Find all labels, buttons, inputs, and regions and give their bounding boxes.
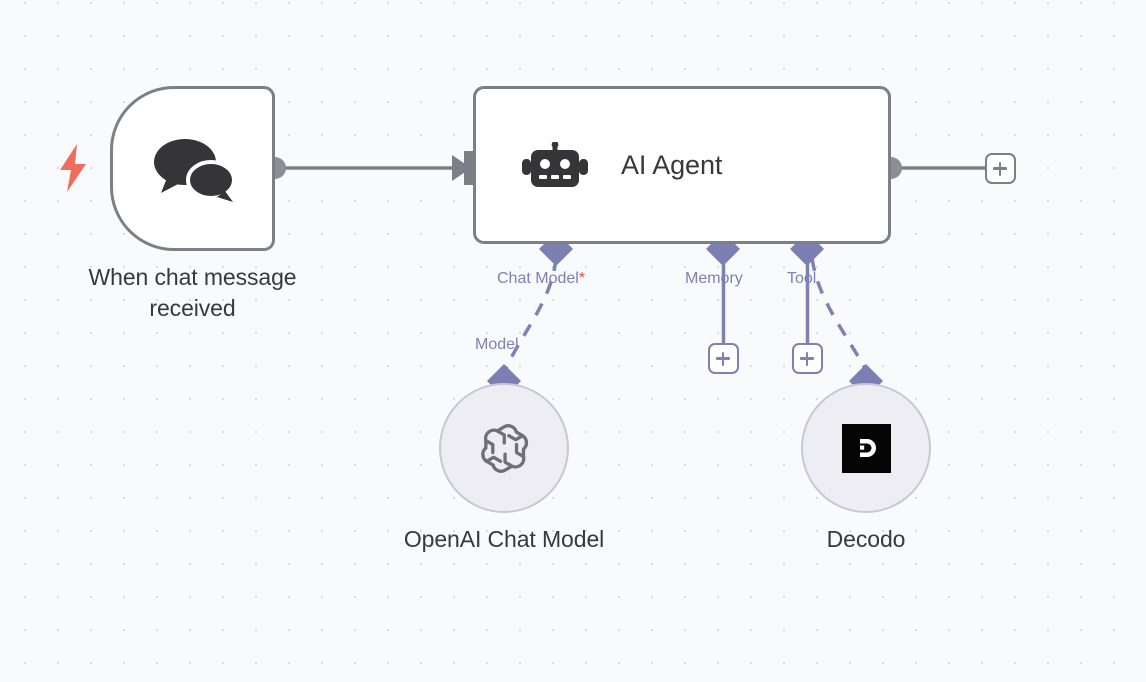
required-asterisk: * <box>578 270 586 287</box>
port-label-tool: Tool <box>787 270 817 287</box>
node-openai-chat-model[interactable] <box>439 383 569 513</box>
lightning-bolt-icon <box>60 144 86 192</box>
edge-arrowhead <box>452 155 471 181</box>
node-label-openai-chat-model: OpenAI Chat Model <box>403 526 605 552</box>
add-node-button-main-output[interactable] <box>985 153 1016 184</box>
add-node-button-memory[interactable] <box>708 343 739 374</box>
add-node-button-tool[interactable] <box>792 343 823 374</box>
port-label-chat-model-text: Chat Model <box>497 270 579 287</box>
node-label-decodo: Decodo <box>826 526 906 552</box>
chat-bubbles-icon <box>153 138 236 202</box>
port-label-memory: Memory <box>685 270 743 287</box>
port-label-chat-model: Chat Model* <box>497 270 585 288</box>
openai-logo-icon <box>481 424 529 473</box>
node-ai-agent[interactable]: AI Agent <box>473 86 891 244</box>
node-decodo[interactable] <box>801 383 931 513</box>
node-when-chat-message-received[interactable] <box>110 86 275 251</box>
node-title-ai-agent: AI Agent <box>621 149 723 180</box>
node-label-trigger: When chat message received <box>88 264 297 321</box>
robot-icon <box>522 142 588 187</box>
port-label-model: Model <box>475 336 519 353</box>
decodo-logo-icon <box>841 423 891 473</box>
